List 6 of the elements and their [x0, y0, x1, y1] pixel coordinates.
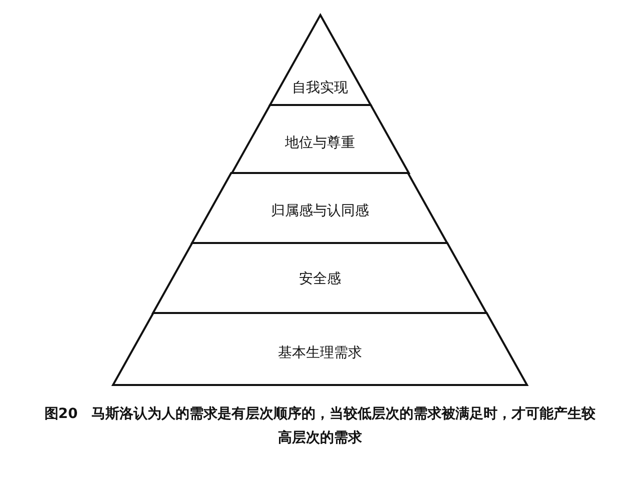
level-label: 安全感 — [298, 270, 342, 288]
level-label: 自我实现 — [290, 79, 349, 97]
level-label: 地位与尊重 — [284, 134, 356, 152]
level-label: 归属感与认同感 — [270, 202, 370, 220]
level-label: 基本生理需求 — [277, 344, 363, 362]
figure-caption: 图20 马斯洛认为人的需求是有层次顺序的，当较低层次的需求被满足时，才可能产生较高层次的需求 — [43, 404, 597, 448]
